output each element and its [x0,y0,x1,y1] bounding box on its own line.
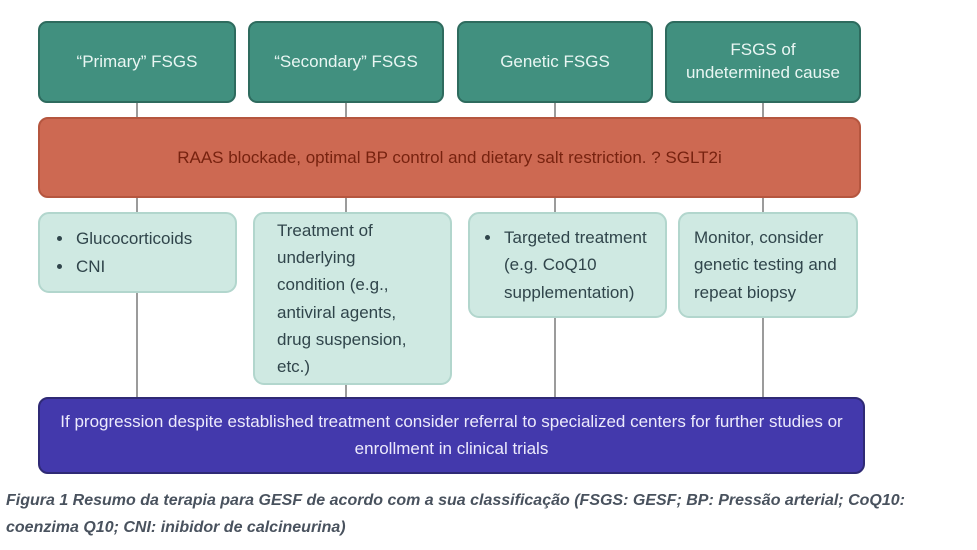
escalation-box: If progression despite established treat… [38,397,865,474]
shared-treatment-label: RAAS blockade, optimal BP control and di… [177,147,722,167]
connector-line [345,383,347,398]
shared-treatment-box: RAAS blockade, optimal BP control and di… [38,117,861,198]
connector-line [762,317,764,398]
connector-line [554,317,556,398]
escalation-label: If progression despite established treat… [60,412,843,458]
connector-line [136,101,138,118]
connector-line [136,196,138,213]
undetermined-treatment-box: Monitor, consider genetic testing and re… [678,212,858,318]
primary-treatment-box: Glucocorticoids CNI [38,212,237,293]
connector-line [554,196,556,213]
undetermined-fsgs-label: FSGS of undetermined cause [685,40,841,82]
genetic-treatment-box: Targeted treatment (e.g. CoQ10 supplemen… [468,212,667,318]
figure-caption: Figura 1 Resumo da terapia para GESF de … [6,492,905,537]
connector-line [762,196,764,213]
secondary-treatment-box: Treatment of underlying condition (e.g.,… [253,212,452,385]
genetic-fsgs-label: Genetic FSGS [500,51,610,71]
list-item: Glucocorticoids [74,225,192,252]
genetic-treatment-list: Targeted treatment (e.g. CoQ10 supplemen… [480,224,655,306]
undetermined-fsgs-box: FSGS of undetermined cause [665,21,861,103]
list-item: Targeted treatment (e.g. CoQ10 supplemen… [502,224,655,306]
secondary-treatment-text: Treatment of underlying condition (e.g.,… [277,220,407,376]
primary-fsgs-box: “Primary” FSGS [38,21,236,103]
primary-fsgs-label: “Primary” FSGS [76,51,198,71]
undetermined-treatment-text: Monitor, consider genetic testing and re… [694,228,837,302]
genetic-fsgs-box: Genetic FSGS [457,21,653,103]
primary-treatment-list: Glucocorticoids CNI [52,225,192,279]
secondary-fsgs-box: “Secondary” FSGS [248,21,444,103]
connector-line [345,101,347,118]
list-item: CNI [74,253,192,280]
connector-line [762,101,764,118]
connector-line [345,196,347,213]
secondary-fsgs-label: “Secondary” FSGS [274,51,418,71]
connector-line [554,101,556,118]
connector-line [136,292,138,398]
